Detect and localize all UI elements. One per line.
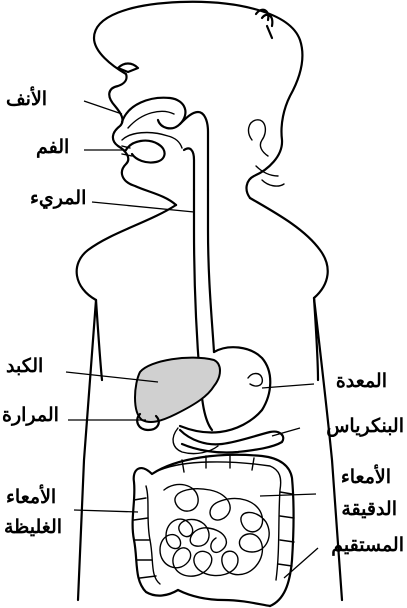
rectum [178, 590, 270, 606]
label-small-intestine-line2: الدقيقة [341, 498, 397, 521]
label-esophagus: المريء [30, 187, 86, 210]
label-rectum: المستقيم [331, 534, 404, 557]
label-liver: الكبد [6, 355, 43, 378]
esophagus-tube-right [208, 190, 214, 352]
small-intestine [160, 484, 269, 576]
label-large-intestine-line1: الأمعاء [6, 486, 56, 509]
leader-large-intestine [74, 510, 138, 512]
large-intestine-inner [146, 462, 281, 584]
torso-right [250, 198, 328, 380]
arm-left [78, 300, 96, 600]
label-gallbladder: المرارة [2, 404, 59, 427]
label-large-intestine-line2: الغليظة [4, 516, 62, 539]
label-nose: الأنف [6, 88, 47, 111]
haustra-marks [134, 456, 294, 578]
nasal-passage [128, 111, 174, 128]
label-pancreas: البنكرياس [326, 415, 404, 438]
pancreas [180, 430, 283, 453]
liver [135, 358, 220, 422]
mouth-tongue [126, 141, 165, 163]
label-mouth: الفم [36, 136, 69, 159]
stomach-inner [248, 374, 262, 387]
leader-esophagus [92, 202, 194, 212]
ear [249, 120, 268, 156]
label-stomach: المعدة [336, 370, 387, 393]
pharynx-inner [184, 148, 194, 190]
leader-small-intestine [260, 494, 316, 496]
leader-rectum [284, 548, 318, 578]
neck-back [256, 166, 284, 186]
label-small-intestine-line1: الأمعاء [341, 466, 391, 489]
